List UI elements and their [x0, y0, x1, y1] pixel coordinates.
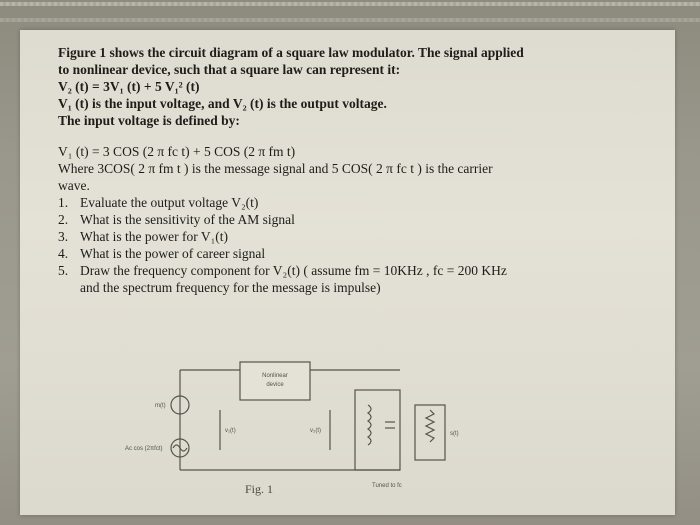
- carrier-label: Ac cos (2πfct): [125, 446, 162, 452]
- screen-scanline-top-2: [0, 18, 700, 22]
- question-number: 3.: [58, 229, 69, 244]
- question-item-5: 5. Draw the frequency component for V₂(t)…: [58, 262, 658, 279]
- carrier-source-icon: [170, 438, 190, 458]
- document-page: Figure 1 shows the circuit diagram of a …: [20, 30, 675, 515]
- box-label-2: device: [266, 382, 284, 388]
- tuned-circuit-box: [354, 389, 401, 471]
- input-definition: The input voltage is defined by:: [58, 113, 240, 128]
- question-list: 1. Evaluate the output voltage V₂(t) 2. Wh…: [58, 194, 658, 296]
- question-text: What is the power for V₁(t): [80, 229, 229, 244]
- resistor-icon: [424, 409, 436, 443]
- question-text: What is the sensitivity of the AM signal: [80, 212, 295, 227]
- question-item-1: 1. Evaluate the output voltage V₂(t): [58, 194, 658, 211]
- figure-caption: Fig. 1: [245, 482, 274, 496]
- equation-v2: V₂ (t) = 3V₁ (t) + 5 V₁² (t): [58, 79, 200, 94]
- question-item-3: 3. What is the power for V₁(t): [58, 228, 658, 245]
- sine-wave-icon: [172, 444, 188, 452]
- heading-line-2: to nonlinear device, such that a square …: [58, 62, 401, 77]
- spacer: [58, 129, 658, 143]
- message-source-label: m(t): [155, 403, 166, 409]
- question-item-4: 4. What is the power of career signal: [58, 245, 658, 262]
- problem-text: Figure 1 shows the circuit diagram of a …: [58, 44, 658, 296]
- v1-description: V₁ (t) is the input voltage, and V₂ (t) …: [58, 96, 387, 111]
- inductor-coil-icon: [366, 404, 372, 446]
- question-number: 4.: [58, 246, 69, 261]
- heading-line-1: Figure 1 shows the circuit diagram of a …: [58, 45, 524, 60]
- question-item-5-cont: and the spectrum frequency for the messa…: [80, 280, 381, 295]
- question-number: 1.: [58, 195, 69, 210]
- where-line: Where 3COS( 2 π fm t ) is the message si…: [58, 161, 493, 176]
- v2-label: v₂(t): [310, 428, 321, 434]
- tuned-label: Tuned to fc: [372, 483, 402, 489]
- message-source-icon: [170, 395, 190, 415]
- output-label: s(t): [450, 431, 459, 437]
- question-number: 5.: [58, 263, 69, 278]
- screen-scanline-top: [0, 2, 700, 6]
- output-box: [414, 404, 446, 461]
- question-item-2: 2. What is the sensitivity of the AM sign…: [58, 211, 658, 228]
- question-text: Evaluate the output voltage V₂(t): [80, 195, 259, 210]
- question-text: What is the power of career signal: [80, 246, 266, 261]
- v1-label: v₁(t): [225, 428, 236, 434]
- question-text: Draw the frequency component for V₂(t) (…: [80, 263, 507, 278]
- box-label-1: Nonlinear: [262, 373, 288, 379]
- wave-line: wave.: [58, 178, 90, 193]
- nonlinear-device-box: [239, 361, 311, 401]
- question-number: 2.: [58, 212, 69, 227]
- circuit-diagram: Nonlinear device m(t) Ac cos (2πfct) v₁(…: [125, 361, 459, 489]
- equation-v1: V₁ (t) = 3 COS (2 π fc t) + 5 COS (2 π f…: [58, 144, 296, 159]
